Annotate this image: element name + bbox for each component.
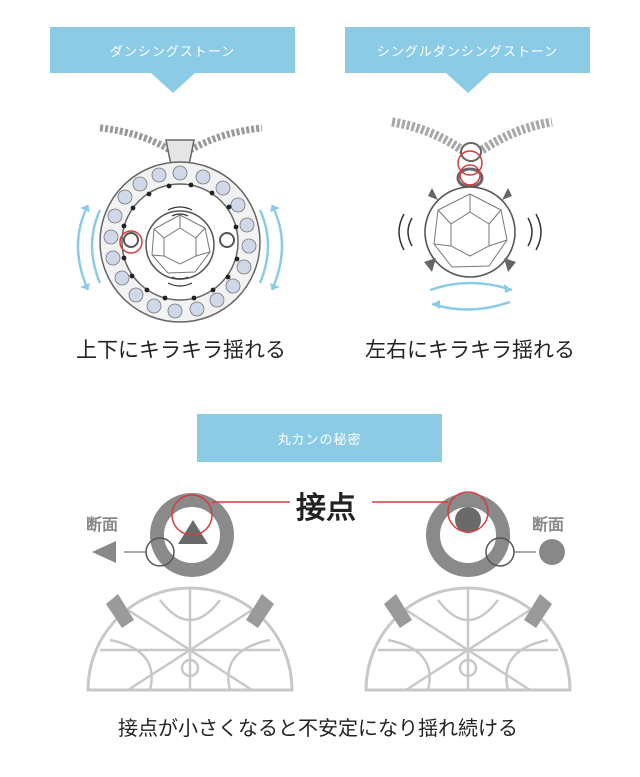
triangle-section-diagram <box>86 493 294 692</box>
single-dancing-stone-caption: 左右にキラキラ揺れる <box>365 338 575 362</box>
dancing-stone-caption: 上下にキラキラ揺れる <box>76 338 286 362</box>
dancing-stone-pendant <box>76 124 284 323</box>
banner-ring-secret: 丸カンの秘密 <box>197 414 442 462</box>
left-section-label: 断面 <box>86 515 119 534</box>
contact-point-label: 接点 <box>296 491 356 526</box>
round-section-diagram <box>364 491 572 692</box>
banner-arrow <box>150 73 195 93</box>
banner-single-dancing-stone-text: シングルダンシングストーン <box>376 44 559 60</box>
single-dancing-stone-pendant <box>391 117 553 311</box>
footer-caption: 接点が小さくなると不安定になり揺れ続ける <box>118 716 518 740</box>
banner-dancing-stone: ダンシングストーン <box>50 27 295 93</box>
banner-arrow <box>445 73 490 93</box>
right-section-label: 断面 <box>532 515 565 534</box>
banner-ring-secret-text: 丸カンの秘密 <box>277 432 362 448</box>
banner-dancing-stone-text: ダンシングストーン <box>109 44 236 60</box>
banner-single-dancing-stone: シングルダンシングストーン <box>345 27 590 93</box>
